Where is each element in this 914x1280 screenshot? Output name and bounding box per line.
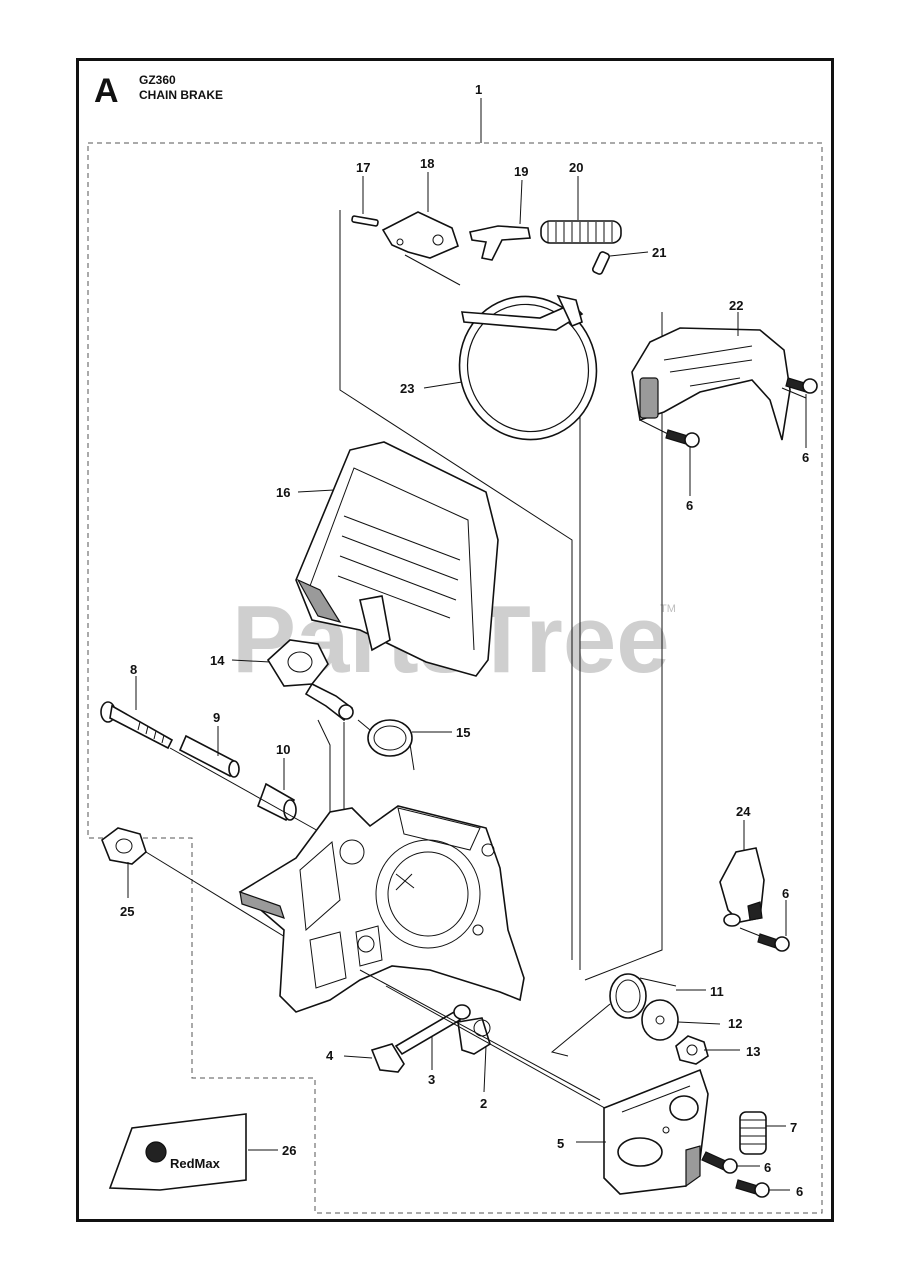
part-19-link xyxy=(469,225,531,261)
callout-19: 19 xyxy=(514,164,528,179)
callout-10: 10 xyxy=(276,742,290,757)
callout-14: 14 xyxy=(210,653,225,668)
callout-24: 24 xyxy=(736,804,751,819)
part-11-spring xyxy=(550,973,677,1057)
callout-6-cover: 6 xyxy=(782,886,789,901)
callout-6-guard-right: 6 xyxy=(802,450,809,465)
callout-6-guard-left: 6 xyxy=(686,498,693,513)
part-9-sleeve xyxy=(178,734,240,778)
leader-band-group xyxy=(339,210,573,960)
part-6-screw-guard-right xyxy=(781,377,818,399)
callout-17: 17 xyxy=(356,160,370,175)
part-17-pin xyxy=(351,215,379,227)
leader-14-down xyxy=(317,719,331,842)
assembly-1-boundary xyxy=(87,142,823,1214)
callout-6-plate-upper: 6 xyxy=(764,1160,771,1175)
callout-18: 18 xyxy=(420,156,434,171)
part-15-spring xyxy=(357,719,415,771)
section-title: CHAIN BRAKE xyxy=(139,88,223,102)
part-26-decal: RedMax xyxy=(108,1113,247,1191)
callout-23: 23 xyxy=(400,381,414,396)
part-3-tensioner-screw xyxy=(394,1004,471,1056)
part-16-hand-guard xyxy=(295,441,499,677)
part-13-nut xyxy=(675,1035,709,1065)
callout-5: 5 xyxy=(557,1136,564,1151)
part-6-screw-plate-upper xyxy=(701,1151,738,1174)
part-18-lever xyxy=(381,211,461,286)
part-8-bolt xyxy=(100,701,174,750)
redmax-logo-text: RedMax xyxy=(170,1156,221,1171)
part-25-nut xyxy=(101,827,291,941)
part-2-adjuster xyxy=(457,1017,491,1055)
part-5-guide-plate xyxy=(603,1068,709,1195)
bolt-axis xyxy=(169,747,321,833)
part-6-screw-plate-lower xyxy=(735,1179,770,1198)
part-24-cover xyxy=(719,847,790,952)
part-7-spring xyxy=(739,1111,767,1155)
callout-8: 8 xyxy=(130,662,137,677)
part-12-washer xyxy=(641,999,679,1041)
tensioner-axis xyxy=(359,969,601,1101)
callout-2: 2 xyxy=(480,1096,487,1111)
callout-leaders xyxy=(127,172,807,1191)
diagram-frame xyxy=(76,58,834,1222)
sheet-letter: A xyxy=(94,72,119,110)
part-23-brake-band xyxy=(458,294,598,441)
callout-16: 16 xyxy=(276,485,290,500)
part-20-spring xyxy=(540,220,622,244)
callout-22: 22 xyxy=(729,298,743,313)
leader-guard-group xyxy=(584,312,663,981)
callout-6-plate-lower: 6 xyxy=(796,1184,803,1199)
callout-11: 11 xyxy=(710,984,724,999)
callout-7: 7 xyxy=(790,1120,797,1135)
part-21-pin xyxy=(592,251,610,275)
callout-20: 20 xyxy=(569,160,583,175)
model-number: GZ360 xyxy=(139,73,176,87)
watermark-trademark: TM xyxy=(660,603,676,615)
callout-12: 12 xyxy=(728,1016,742,1031)
part-22-guard xyxy=(631,327,791,441)
callout-26: 26 xyxy=(282,1143,296,1158)
callout-25: 25 xyxy=(120,904,134,919)
part-6-screw-guard-left xyxy=(639,419,700,448)
part-10-bushing xyxy=(257,782,297,822)
callout-15: 15 xyxy=(456,725,470,740)
callout-1: 1 xyxy=(475,82,482,97)
part-14-lever xyxy=(266,639,354,722)
part-4-tensioner-nut xyxy=(370,1043,405,1073)
callout-13: 13 xyxy=(746,1044,760,1059)
callout-3: 3 xyxy=(428,1072,435,1087)
callout-21: 21 xyxy=(652,245,666,260)
clutch-cover-housing xyxy=(238,805,525,1013)
callout-4: 4 xyxy=(326,1048,334,1063)
callout-9: 9 xyxy=(213,710,220,725)
